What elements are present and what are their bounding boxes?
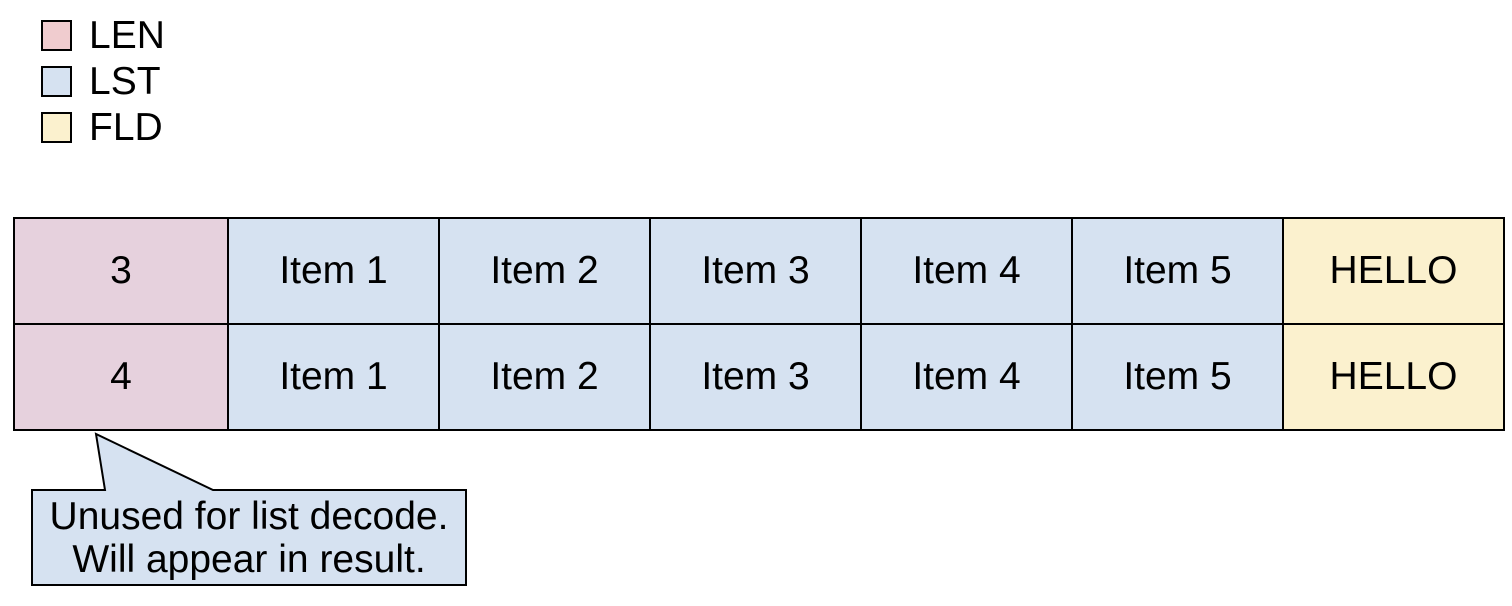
- callout-line-1: Unused for list decode.: [49, 495, 449, 538]
- cell-fld: HELLO: [1282, 323, 1505, 431]
- legend-label-lst: LST: [89, 60, 161, 103]
- legend-item-len: LEN: [41, 14, 165, 57]
- cell-fld: HELLO: [1282, 217, 1505, 325]
- cell-lst: Item 4: [860, 217, 1073, 325]
- cell-lst: Item 3: [649, 217, 862, 325]
- legend-swatch-lst: [41, 66, 72, 97]
- cell-len: 3: [13, 217, 229, 325]
- legend-swatch-fld: [41, 112, 72, 143]
- legend-item-lst: LST: [41, 60, 165, 103]
- cell-lst: Item 5: [1071, 323, 1284, 431]
- cell-lst: Item 2: [438, 217, 651, 325]
- cell-lst: Item 2: [438, 323, 651, 431]
- cell-lst: Item 5: [1071, 217, 1284, 325]
- legend-label-len: LEN: [89, 14, 165, 57]
- callout-note: Unused for list decode. Will appear in r…: [31, 490, 467, 586]
- legend: LEN LST FLD: [41, 14, 165, 149]
- legend-label-fld: FLD: [89, 106, 163, 149]
- cell-lst: Item 4: [860, 323, 1073, 431]
- cell-lst: Item 1: [227, 323, 440, 431]
- callout-line-2: Will appear in result.: [72, 538, 426, 581]
- cell-len: 4: [13, 323, 229, 431]
- legend-item-fld: FLD: [41, 106, 165, 149]
- cell-lst: Item 3: [649, 323, 862, 431]
- legend-swatch-len: [41, 20, 72, 51]
- cell-lst: Item 1: [227, 217, 440, 325]
